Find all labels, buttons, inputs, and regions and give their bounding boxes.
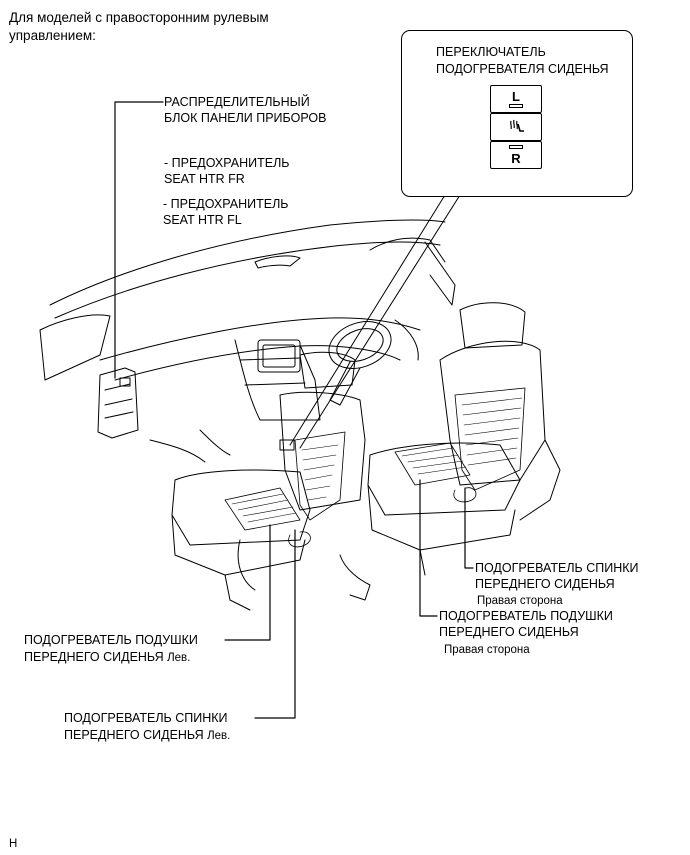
switch-location xyxy=(279,439,295,451)
header-line-1: Для моделей с правосторонним рулевым xyxy=(9,10,269,25)
right-seat-cushion xyxy=(367,442,521,516)
left-cushion-heater-line-2: ПЕРЕДНЕГО СИДЕНЬЯ xyxy=(24,650,164,664)
defrost-vent xyxy=(254,255,301,269)
left-back-heater-label-1: ПОДОГРЕВАТЕЛЬ СПИНКИ xyxy=(64,711,228,725)
fuse-fr-label-1: - ПРЕДОХРАНИТЕЛЬ xyxy=(164,156,290,170)
fuse-fl-label-2: SEAT HTR FL xyxy=(163,213,242,227)
switch-callout-box: ПЕРЕКЛЮЧАТЕЛЬ ПОДОГРЕВАТЕЛЯ СИДЕНЬЯ L R xyxy=(401,30,633,197)
figure-code: H xyxy=(9,838,18,850)
junction-leader xyxy=(114,101,164,379)
fuse-fr-label-2: SEAT HTR FR xyxy=(164,172,245,186)
fuse-fl-label-1: - ПРЕДОХРАНИТЕЛЬ xyxy=(163,197,289,211)
left-cushion-heater-side: Лев. xyxy=(167,652,191,664)
dashboard-upper-line xyxy=(54,241,441,319)
switch-left-label: L xyxy=(512,88,520,104)
right-back-heater-label-1: ПОДОГРЕВАТЕЛЬ СПИНКИ xyxy=(475,561,639,575)
header-line-2: управлением: xyxy=(9,28,96,43)
right-indicator-led xyxy=(509,145,523,149)
right-seat-back xyxy=(439,340,546,486)
center-console xyxy=(234,339,321,421)
right-back-leader xyxy=(464,487,474,569)
windshield-edge xyxy=(369,237,446,263)
seat-heater-icon xyxy=(507,118,525,137)
switch-right-label: R xyxy=(511,150,521,166)
seat-heater-switch-left: L xyxy=(490,85,542,113)
left-cushion-heater xyxy=(224,487,301,531)
junction-block-label-1: РАСПРЕДЕЛИТЕЛЬНЫЙ xyxy=(164,95,310,109)
dashboard-top-outline xyxy=(49,219,446,306)
seat-heater-switch-center xyxy=(490,113,542,141)
right-cushion-heater xyxy=(394,442,471,486)
switch-label-line-1: ПЕРЕКЛЮЧАТЕЛЬ xyxy=(436,45,546,59)
left-back-heater-label-2: ПЕРЕДНЕГО СИДЕНЬЯ Лев. xyxy=(64,727,230,744)
left-seat-cushion xyxy=(171,469,311,546)
right-cushion-leader xyxy=(419,479,438,617)
left-back-heater-side: Лев. xyxy=(207,730,231,742)
dashboard-front-edge xyxy=(39,314,111,381)
left-cushion-leader xyxy=(224,524,271,641)
left-indicator-led xyxy=(509,104,523,108)
left-back-heater xyxy=(294,431,346,521)
steering-wheel xyxy=(328,321,392,369)
right-back-heater-label-2: ПЕРЕДНЕГО СИДЕНЬЯ xyxy=(475,577,615,591)
switch-leader-line xyxy=(289,194,446,446)
junction-block-label-2: БЛОК ПАНЕЛИ ПРИБОРОВ xyxy=(164,111,327,125)
dashboard-face xyxy=(114,345,401,381)
a-pillar xyxy=(424,241,456,306)
seat-heater-switch-right: R xyxy=(490,141,542,169)
right-headrest xyxy=(459,302,526,349)
steering-column xyxy=(329,361,361,406)
left-back-heater-line-2: ПЕРЕДНЕГО СИДЕНЬЯ xyxy=(64,728,204,742)
left-back-leader xyxy=(254,529,296,719)
right-cushion-heater-label-2: ПЕРЕДНЕГО СИДЕНЬЯ xyxy=(439,625,579,639)
right-cushion-heater-label-1: ПОДОГРЕВАТЕЛЬ ПОДУШКИ xyxy=(439,609,613,623)
junction-block-outline xyxy=(97,367,139,439)
dashboard-lower-line xyxy=(99,317,421,361)
right-cushion-heater-side: Правая сторона xyxy=(444,644,530,656)
left-cushion-heater-label-2: ПЕРЕДНЕГО СИДЕНЬЯ Лев. xyxy=(24,649,190,666)
left-cushion-heater-label-1: ПОДОГРЕВАТЕЛЬ ПОДУШКИ xyxy=(24,633,198,647)
right-back-heater-side: Правая сторона xyxy=(477,595,563,607)
left-seat-back xyxy=(279,391,366,511)
right-back-heater xyxy=(454,387,526,491)
right-seat-base xyxy=(367,484,516,551)
left-headrest xyxy=(299,351,356,389)
switch-label-line-2: ПОДОГРЕВАТЕЛЯ СИДЕНЬЯ xyxy=(436,62,609,76)
